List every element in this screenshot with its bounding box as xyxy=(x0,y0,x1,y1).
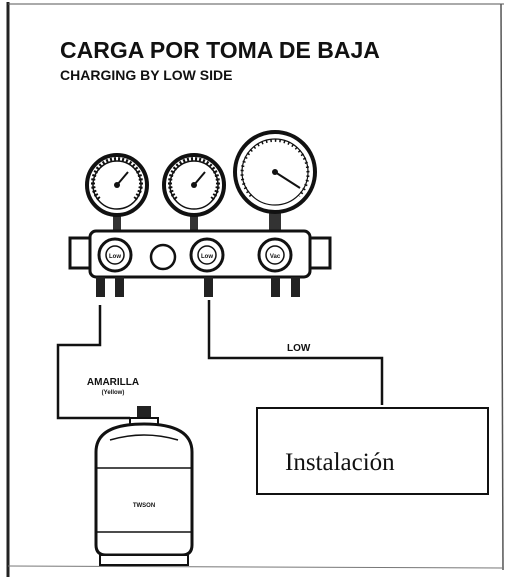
manifold-fittings xyxy=(96,277,300,297)
valve-left: Low xyxy=(97,237,133,273)
frame-bottom-border xyxy=(7,565,504,569)
hose-low xyxy=(207,300,384,405)
cylinder-color-label: AMARILLA xyxy=(87,377,139,388)
cylinder-brand: TWSON xyxy=(133,503,155,509)
gauge-icon xyxy=(233,130,317,232)
hoses xyxy=(56,300,384,420)
cylinder-body xyxy=(94,422,194,557)
valve-left-label: Low xyxy=(109,254,121,260)
valve-middle-label: Low xyxy=(201,254,213,260)
gauge-icon xyxy=(162,153,226,232)
gauge-left xyxy=(85,153,149,232)
installation-label: Instalación xyxy=(285,449,395,476)
frame-right-border xyxy=(500,3,504,571)
cylinder-color-sublabel: (Yellow) xyxy=(102,390,125,396)
installation-box: Instalación xyxy=(256,407,489,495)
valve-knob-icon xyxy=(257,237,293,273)
valve-middle: Low xyxy=(189,237,225,273)
title-spanish: CARGA POR TOMA DE BAJA xyxy=(60,37,380,63)
manifold-left-port xyxy=(68,236,92,270)
gauge-middle xyxy=(162,153,226,232)
gauge-right-large xyxy=(233,130,317,232)
manifold-right-port xyxy=(308,236,332,270)
valve-right-label: Vac xyxy=(270,254,281,260)
valve-knob-icon xyxy=(189,237,225,273)
refrigerant-cylinder-icon: TWSON xyxy=(94,406,194,566)
hose-yellow xyxy=(56,305,130,420)
installation-rect xyxy=(256,407,489,495)
valve-right: Vac xyxy=(257,237,293,273)
sight-glass xyxy=(149,243,177,271)
valve-knob-icon xyxy=(97,237,133,273)
title-english: CHARGING BY LOW SIDE xyxy=(60,67,232,83)
manifold: Low Low Vac xyxy=(68,229,332,297)
cylinder-base xyxy=(99,554,189,566)
low-line-label: LOW xyxy=(287,343,311,354)
gauge-icon xyxy=(85,153,149,232)
